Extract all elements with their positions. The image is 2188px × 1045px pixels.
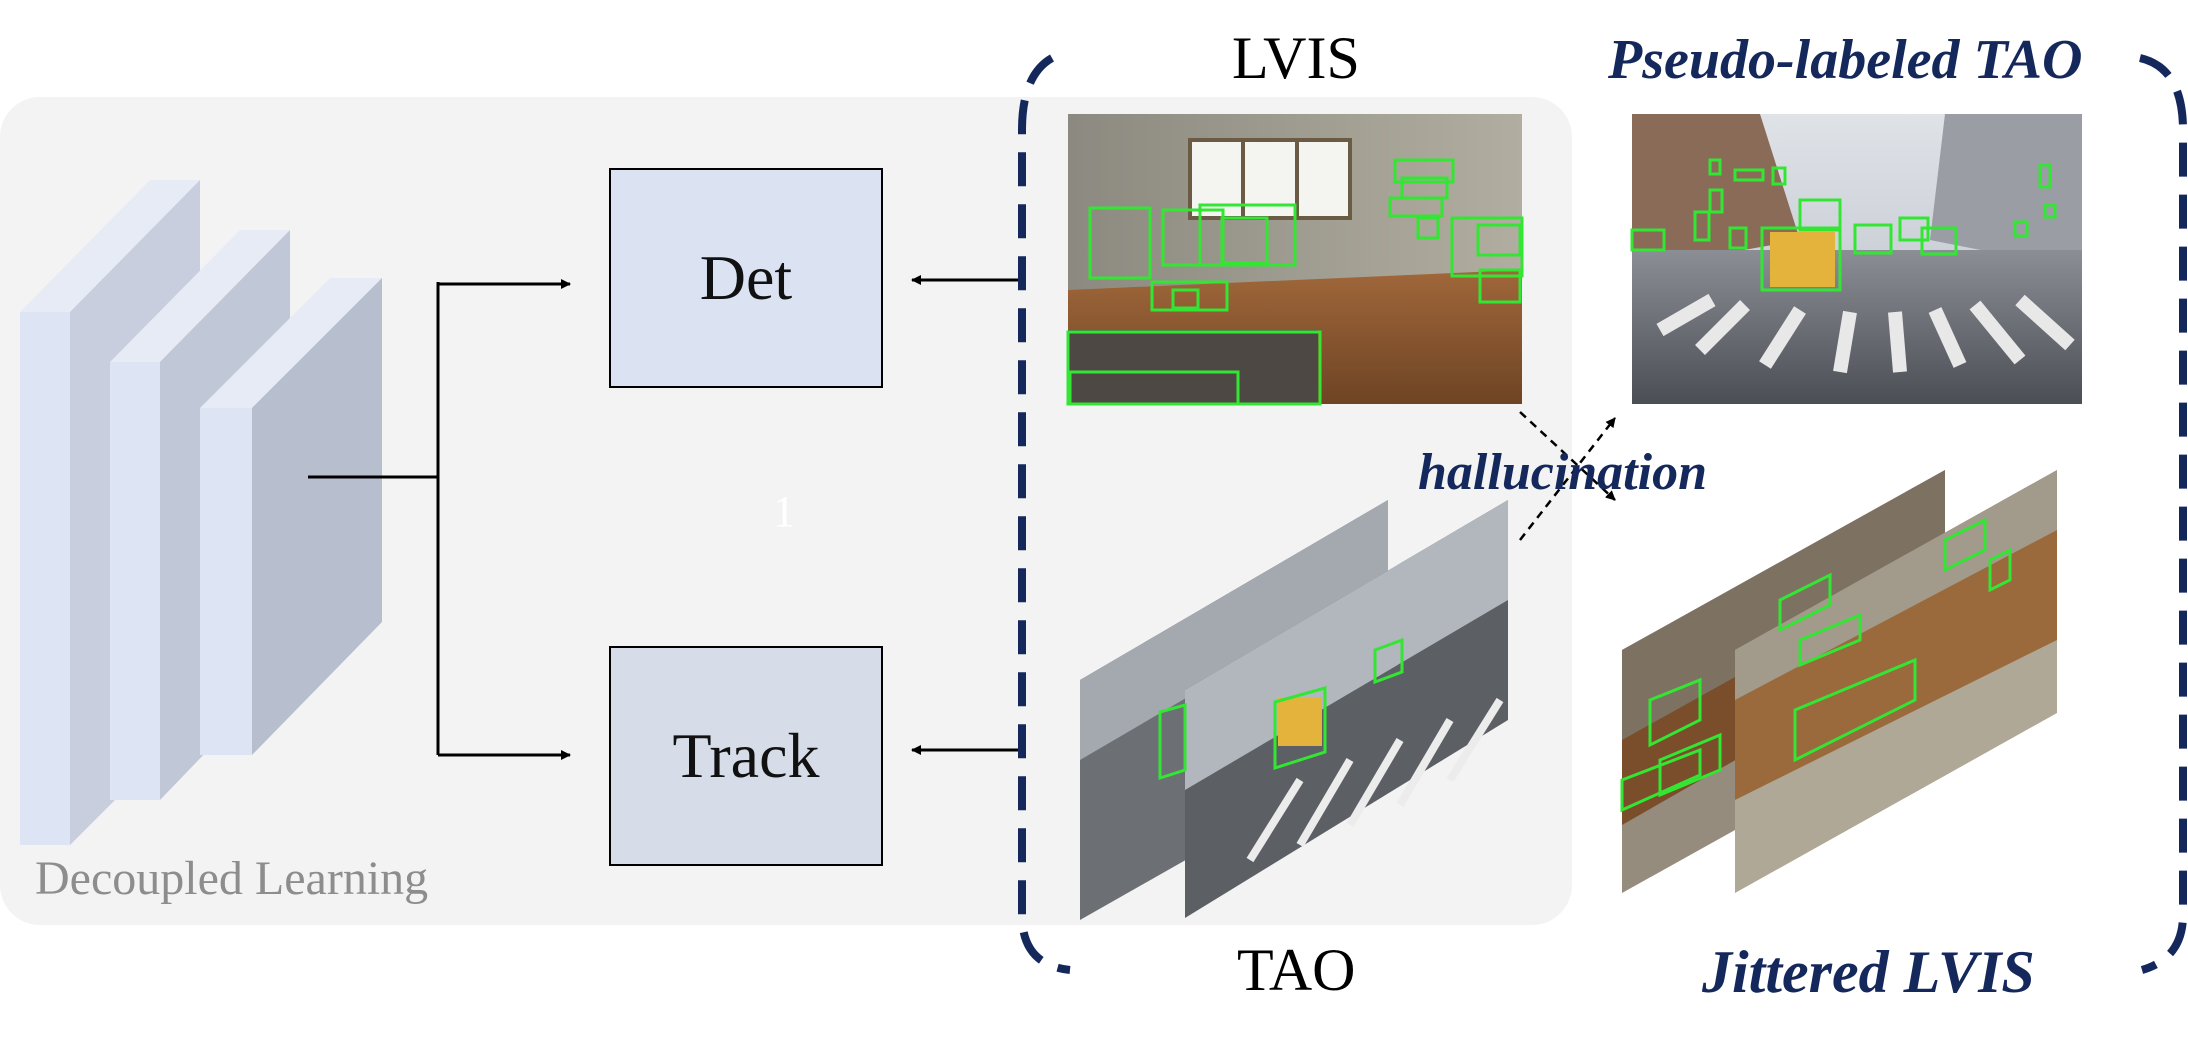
track-label: Track xyxy=(672,720,820,791)
left-dashed-bracket xyxy=(1018,54,1071,974)
hallucination-label: hallucination xyxy=(1418,444,1707,501)
hallucination-arrows xyxy=(1519,411,1616,541)
backbone-layers-icon xyxy=(20,180,382,845)
lvis-image xyxy=(1066,114,1524,406)
panel-marker: 1 xyxy=(773,487,795,536)
pseudo-labeled-tao-image xyxy=(1630,114,2082,404)
lvis-title: LVIS xyxy=(1232,25,1360,91)
det-label: Det xyxy=(699,242,793,313)
jittered-lvis-image-stack xyxy=(1620,470,2057,893)
pseudo-labeled-tao-title: Pseudo-labeled TAO xyxy=(1608,29,2083,91)
det-box xyxy=(609,168,883,388)
tao-title: TAO xyxy=(1237,937,1356,1003)
tao-image-stack xyxy=(1080,500,1508,920)
connector-lines xyxy=(308,275,1022,760)
panel-caption: Decoupled Learning xyxy=(35,852,429,905)
jittered-lvis-title: Jittered LVIS xyxy=(1702,939,2035,1005)
right-dashed-bracket xyxy=(2138,54,2187,974)
track-box xyxy=(609,646,883,866)
